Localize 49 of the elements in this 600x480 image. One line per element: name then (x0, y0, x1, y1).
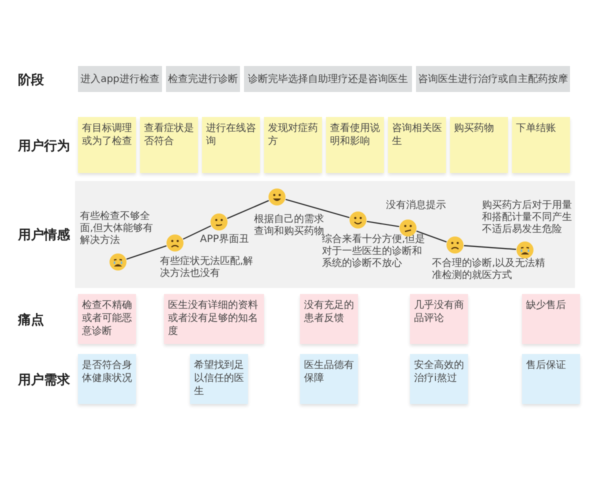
emotion-curve (464, 245, 516, 250)
row-heading: 用户情感 (18, 226, 70, 244)
emotion-panel (75, 181, 575, 288)
row-heading: 用户行为 (18, 138, 70, 155)
sticky-note: 检查不精确或者可能恶意诊断 (78, 294, 136, 344)
stage-bar: 咨询医生进行治疗或自主配药按摩 (416, 66, 570, 92)
emoji-face-icon (166, 234, 184, 252)
emotion-note: 不合理的诊断,以及无法精准检测的就医方式 (432, 258, 546, 282)
sticky-note: 医生没有详细的资料或者没有足够的知名度 (164, 294, 264, 344)
stage-bar: 诊断完毕选择自助理疗还是咨询医生 (244, 66, 412, 92)
emotion-curve (416, 230, 447, 242)
emotion-curve (227, 200, 269, 219)
sticky-note: 咨询相关医生 (388, 117, 446, 173)
emoji-face-icon (109, 253, 127, 271)
sticky-note: 查看使用说明和影响 (326, 117, 384, 173)
sticky-note: 发现对症药方 (264, 117, 322, 173)
row-heading: 痛点 (18, 312, 44, 329)
sticky-note: 有目标调理或为了检查 (78, 117, 136, 173)
sticky-note: 希望找到足以信任的医生 (190, 354, 248, 404)
emoji-face-icon (349, 211, 367, 229)
sticky-note: 下单结账 (512, 117, 570, 173)
emotion-note: 没有消息提示 (386, 200, 447, 212)
stage-bar: 检查完进行诊断 (166, 66, 240, 92)
sticky-note: 购买药物 (450, 117, 508, 173)
emotion-curve (126, 245, 167, 260)
sticky-note: 查看症状是否符合 (140, 117, 198, 173)
sticky-note: 进行在线咨询 (202, 117, 260, 173)
sticky-note: 没有充足的患者反馈 (300, 294, 358, 344)
sticky-note: 是否符合身体健康状况 (78, 354, 136, 404)
sticky-note: 缺少售后 (522, 294, 580, 344)
emotion-note: 有些检查不够全面,但大体能够有解决方法 (80, 211, 154, 247)
row-heading: 用户需求 (18, 372, 70, 389)
emotion-note: APP界面丑 (200, 234, 250, 246)
emotion-note: 根据自己的需求查询和购买药物 (254, 214, 324, 237)
sticky-note: 医生品德有保障 (300, 354, 358, 404)
emoji-face-icon (446, 236, 464, 254)
stage-bar: 进入app进行检查 (78, 66, 162, 92)
emotion-curve (182, 225, 212, 240)
emotion-note: 有些症状无法匹配,解决方法也没有 (160, 256, 254, 280)
sticky-note: 安全高效的治疗i熬过 (410, 354, 468, 404)
emoji-face-icon (268, 188, 286, 206)
row-heading: 阶段 (18, 72, 44, 89)
emoji-face-icon (210, 213, 228, 231)
sticky-note: 售后保证 (522, 354, 580, 404)
emoji-face-icon (516, 241, 534, 259)
emotion-curve (286, 198, 350, 218)
sticky-note: 几乎没有商品评论 (410, 294, 468, 344)
emotion-note: 购买药方后对于用量和搭配计量不同产生不适后易发生危险 (482, 200, 573, 236)
emotion-curve (366, 220, 400, 228)
